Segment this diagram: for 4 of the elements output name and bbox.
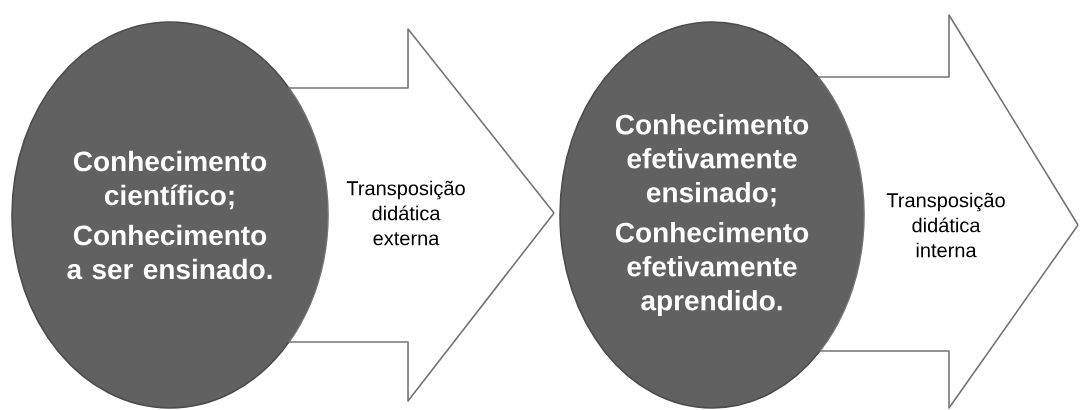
edge-label: Transposição didática interna: [886, 192, 1005, 258]
block-arrow: [817, 14, 1079, 409]
edge-label: Transposição didática externa: [346, 180, 465, 246]
block-arrow: [288, 28, 555, 402]
